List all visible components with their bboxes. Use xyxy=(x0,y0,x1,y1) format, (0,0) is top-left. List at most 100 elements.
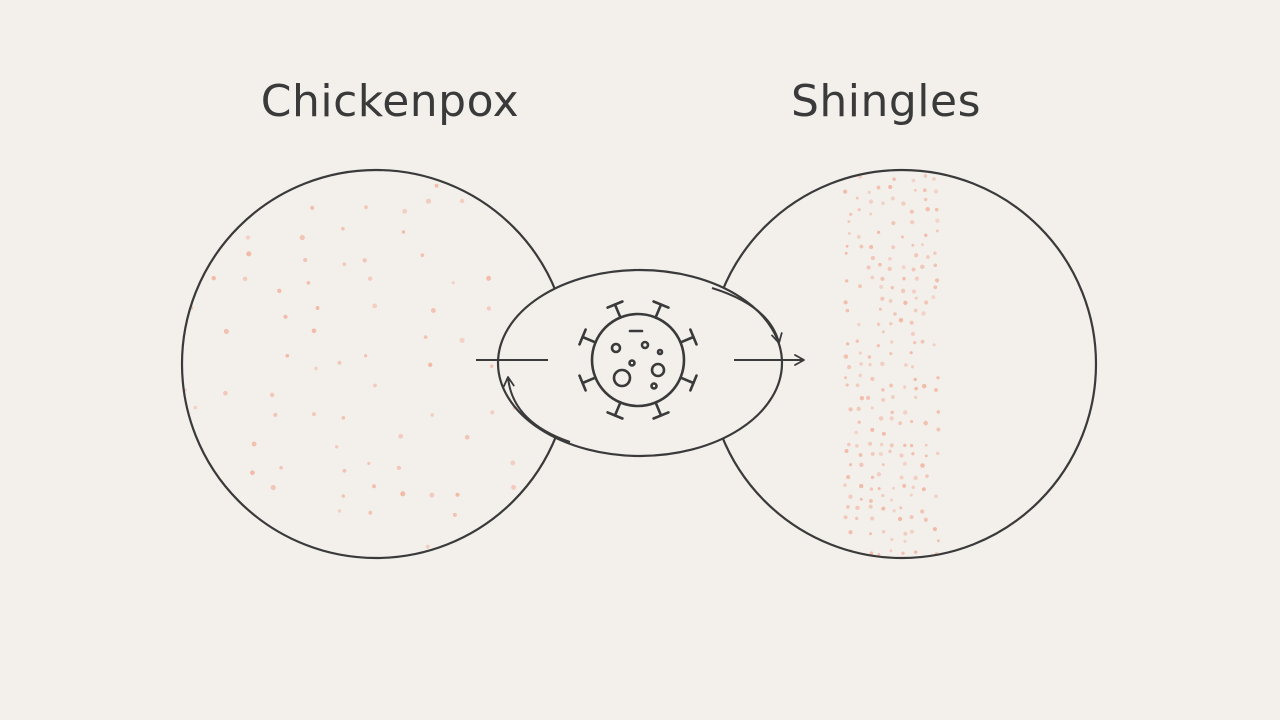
rash-dot xyxy=(848,530,853,535)
rash-dot xyxy=(902,483,907,488)
rash-dot xyxy=(881,388,885,392)
rash-dot xyxy=(858,483,864,489)
rash-dot xyxy=(881,330,885,334)
rash-dot xyxy=(880,276,885,282)
rash-dot xyxy=(843,354,849,359)
rash-dot xyxy=(869,551,874,555)
rash-dot xyxy=(881,506,886,511)
rash-dot xyxy=(856,406,861,412)
rash-dot xyxy=(911,485,915,489)
rash-dot xyxy=(935,278,940,283)
rash-dot xyxy=(523,171,529,176)
rash-dot xyxy=(843,300,848,305)
rash-dot xyxy=(888,257,892,261)
rash-dot xyxy=(880,296,885,301)
virus-ellipse xyxy=(496,268,784,458)
virus-icon xyxy=(578,300,698,420)
rash-dot xyxy=(846,475,851,480)
rash-dot xyxy=(892,486,896,490)
rash-dot xyxy=(910,419,914,424)
rash-dot xyxy=(881,201,885,205)
rash-dot xyxy=(913,550,918,554)
rash-dot xyxy=(510,460,516,466)
rash-dot xyxy=(909,209,914,214)
rash-dot xyxy=(216,511,222,517)
rash-dot xyxy=(900,288,906,294)
rash-dot xyxy=(870,451,875,456)
rash-dot xyxy=(427,362,433,368)
rash-dot xyxy=(550,262,556,267)
rash-dot xyxy=(400,491,406,497)
rash-dot xyxy=(396,465,402,471)
rash-dot xyxy=(897,516,903,522)
rash-dot xyxy=(855,196,859,200)
rash-dot xyxy=(876,344,880,348)
virus-spike xyxy=(581,376,597,385)
rash-dot xyxy=(401,230,406,234)
chickenpox-label: Chickenpox xyxy=(260,76,520,127)
rash-dot xyxy=(889,322,893,326)
rash-dot xyxy=(341,494,346,498)
rash-dot xyxy=(856,234,861,239)
rash-dot xyxy=(909,320,914,325)
rash-dot xyxy=(876,185,881,190)
rash-dot xyxy=(924,443,928,447)
virus-spike-cap xyxy=(652,300,670,309)
rash-dot xyxy=(870,475,875,479)
rash-dot xyxy=(857,420,861,424)
rash-dot xyxy=(859,244,864,249)
rash-dot xyxy=(903,385,907,389)
rash-dot xyxy=(870,406,874,410)
rash-dot xyxy=(889,443,894,448)
rash-dot xyxy=(425,544,430,549)
rash-dot xyxy=(890,537,894,542)
rash-dot xyxy=(932,527,937,532)
rash-dot xyxy=(423,335,428,339)
virus-spike-cap xyxy=(606,300,624,309)
rash-dot xyxy=(892,177,896,181)
rash-dot xyxy=(893,163,897,167)
rash-dot xyxy=(246,201,252,206)
rash-dot xyxy=(921,383,927,389)
rash-dot xyxy=(859,497,863,501)
rash-dot xyxy=(923,197,928,202)
rash-dot xyxy=(903,531,908,536)
rash-dot xyxy=(402,208,408,214)
rash-dot xyxy=(182,329,184,333)
rash-dot xyxy=(455,492,460,497)
rash-dot xyxy=(893,312,897,316)
rash-dot xyxy=(273,412,278,417)
rash-dot xyxy=(363,354,368,358)
rash-dot xyxy=(920,509,925,514)
rash-dot xyxy=(398,433,404,439)
rash-dot xyxy=(859,395,865,401)
rash-dot xyxy=(859,462,864,467)
rash-dot xyxy=(878,416,884,421)
rash-dot xyxy=(430,308,436,313)
rash-dot xyxy=(936,410,941,414)
shingles-label: Shingles xyxy=(790,76,982,127)
rash-dot xyxy=(362,258,367,263)
rash-dot xyxy=(880,361,885,366)
rash-dot xyxy=(911,267,916,272)
rash-dot xyxy=(857,322,861,327)
rash-dot xyxy=(878,262,882,267)
rash-dot xyxy=(890,340,894,344)
rash-dot xyxy=(459,198,465,204)
rash-dot xyxy=(844,376,847,380)
rash-dot xyxy=(858,373,862,378)
rash-dot xyxy=(914,386,918,391)
rash-dot xyxy=(868,199,874,204)
rash-dot xyxy=(251,441,257,447)
rash-dot xyxy=(924,300,929,305)
rash-dot xyxy=(858,284,862,288)
rash-dot xyxy=(270,484,276,491)
rash-dot xyxy=(311,328,317,334)
rash-dot xyxy=(901,235,904,239)
rash-dot xyxy=(914,395,918,399)
rash-dot xyxy=(925,474,929,478)
rash-dot xyxy=(848,494,853,499)
rash-dot xyxy=(554,228,559,233)
rash-dot xyxy=(842,189,848,194)
rash-dot xyxy=(285,353,290,358)
